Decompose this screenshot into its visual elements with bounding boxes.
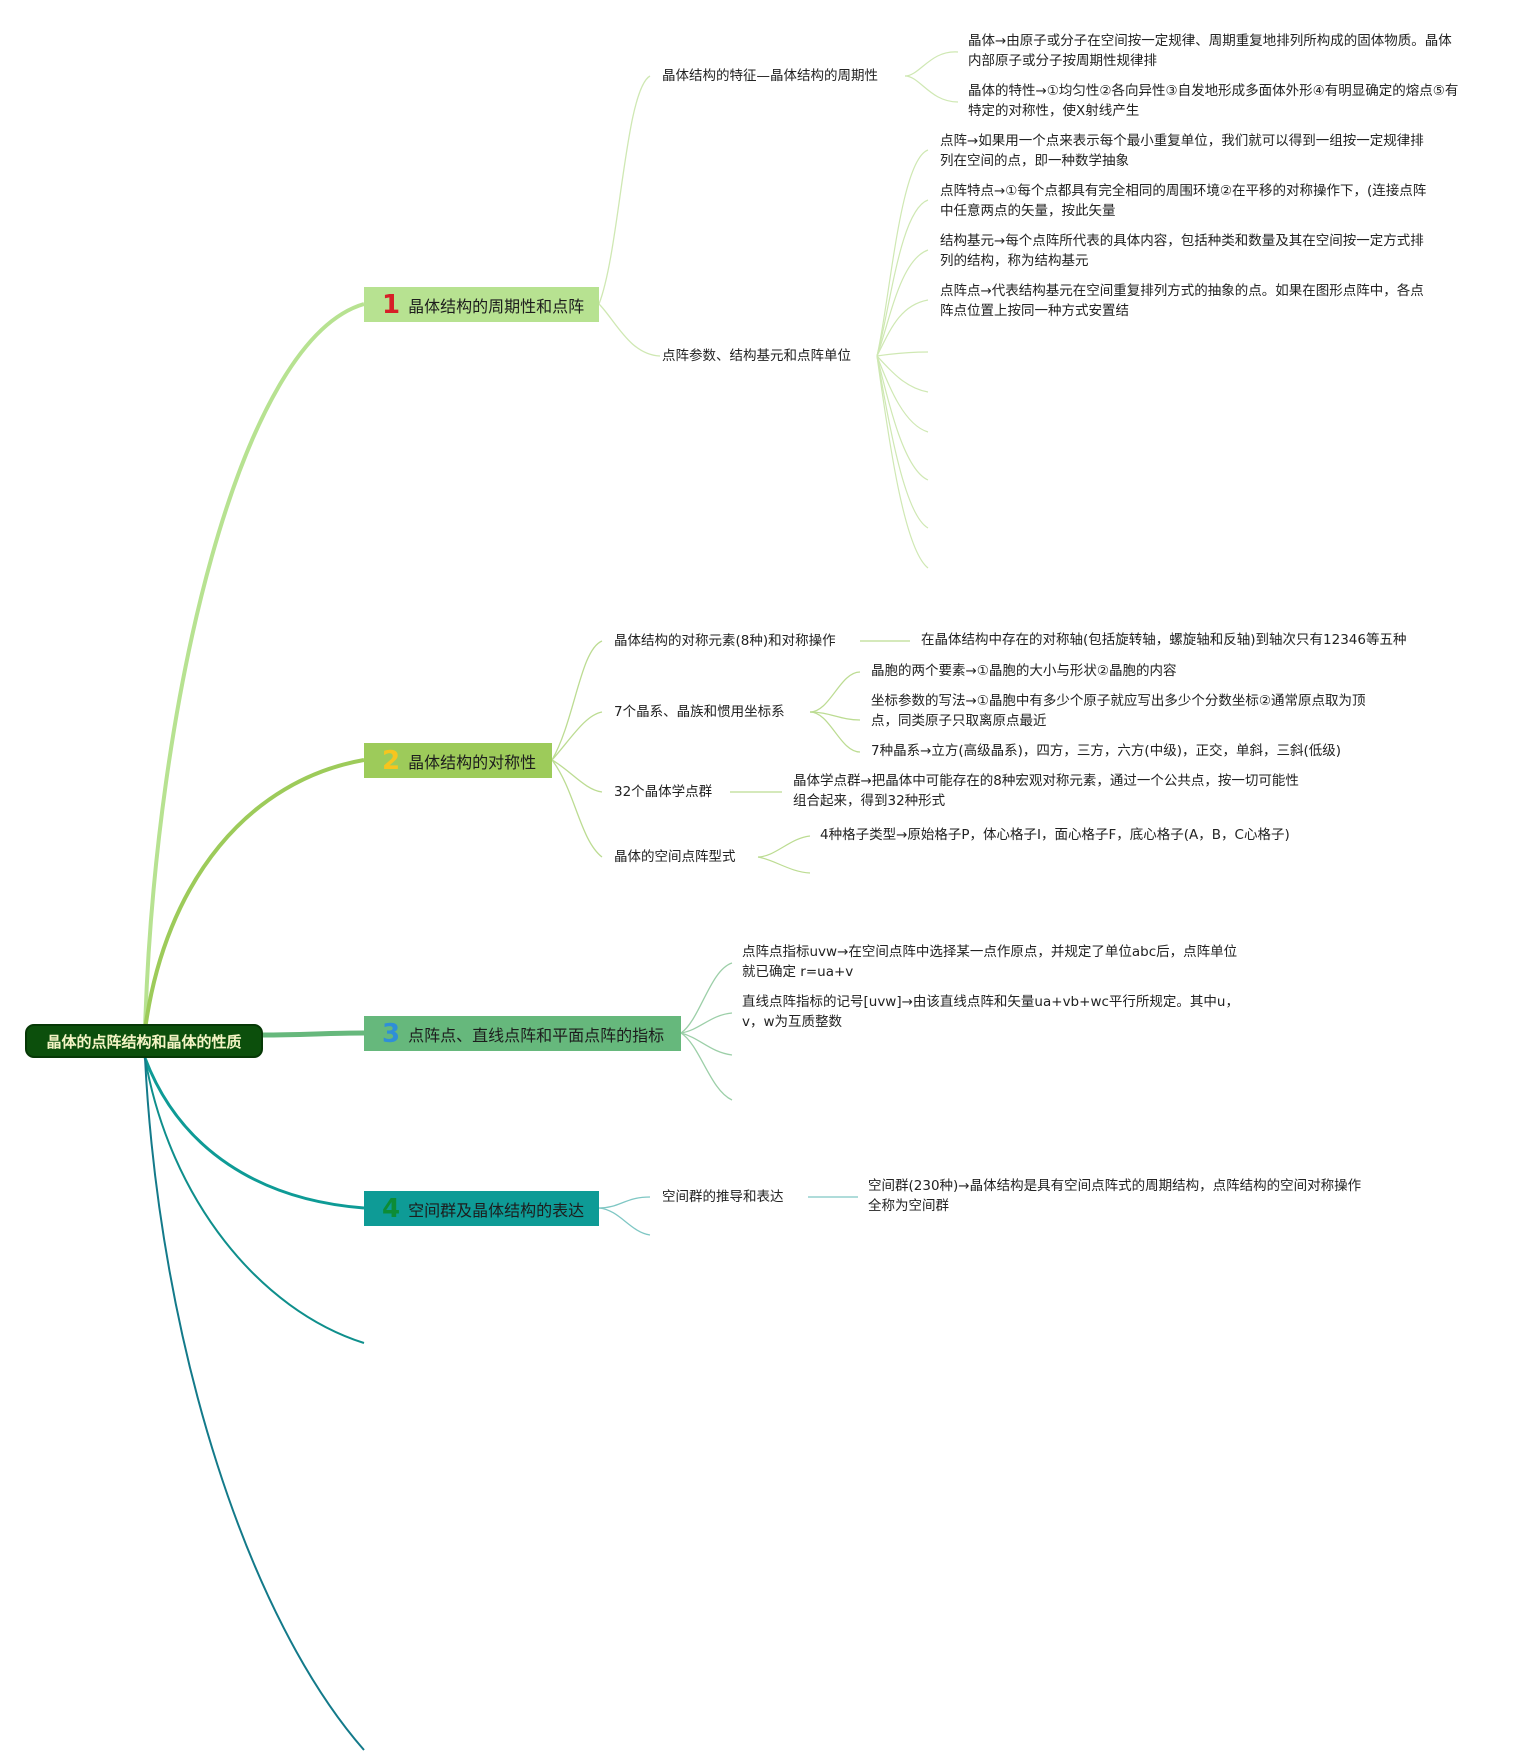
leaf-lattice-point[interactable]: 点阵点→代表结构基元在空间重复排列方式的抽象的点。如果在图形点阵中，各点阵点位置… (940, 281, 1435, 321)
topic-label: 点阵点、直线点阵和平面点阵的指标 (408, 1025, 665, 1045)
leaf-text: 晶体的特性→①均匀性②各向异性③自发地形成多面体外形④有明显确定的熔点⑤有特定的… (968, 83, 1459, 119)
leaf-space-group-def[interactable]: 空间群(230种)→晶体结构是具有空间点阵式的周期结构，点阵结构的空间对称操作全… (868, 1176, 1373, 1216)
leaf-text: 点阵特点→①每个点都具有完全相同的周围环境②在平移的对称操作下，(连接点阵中任意… (940, 183, 1427, 219)
edge-t2s2-l1 (809, 671, 861, 713)
subtopic-label: 空间群的推导和表达 (662, 1189, 784, 1205)
edge-t1s2-l3 (876, 249, 929, 357)
subtopic-label: 晶体的空间点阵型式 (614, 849, 736, 865)
edge-t1s2-e3 (876, 355, 929, 433)
leaf-seven-systems[interactable]: 7种晶系→立方(高级晶系)，四方，三方，六方(中级)，正交，单斜，三斜(低级) (871, 741, 1366, 761)
edge-t2-sub1 (551, 640, 603, 761)
root-topic-label: 晶体的点阵结构和晶体的性质 (46, 1032, 242, 1051)
edge-root-branch5 (144, 1057, 365, 1344)
subtopic-point-groups[interactable]: 32个晶体学点群 (614, 783, 712, 801)
edge-root-branch6 (144, 1057, 365, 1751)
edge-t1-sub2 (598, 303, 661, 357)
subtopic-label: 晶体结构的特征—晶体结构的周期性 (662, 68, 878, 84)
topic-number-4: 4 (382, 1193, 401, 1224)
leaf-text: 晶胞的两个要素→①晶胞的大小与形状②晶胞的内容 (871, 663, 1177, 679)
leaf-text: 晶体→由原子或分子在空间按一定规律、周期重复地排列所构成的固体物质。晶体内部原子… (968, 33, 1452, 69)
edge-t1s1-l2 (904, 75, 959, 103)
edge-t1s2-e4 (876, 355, 929, 481)
edge-t1-sub1 (598, 75, 651, 305)
leaf-text: 在晶体结构中存在的对称轴(包括旋转轴，螺旋轴和反轴)到轴次只有12346等五种 (921, 632, 1407, 648)
topic-number-3: 3 (382, 1018, 401, 1049)
leaf-unit-cell-elements[interactable]: 晶胞的两个要素→①晶胞的大小与形状②晶胞的内容 (871, 661, 1366, 681)
leaf-text: 直线点阵指标的记号[uvw]→由该直线点阵和矢量ua+vb+wc平行所规定。其中… (742, 994, 1239, 1030)
topic-space-groups[interactable]: 4 空间群及晶体结构的表达 (364, 1191, 599, 1226)
edge-root-topic2 (143, 758, 365, 1031)
topic-number-1: 1 (382, 289, 401, 320)
root-topic[interactable]: 晶体的点阵结构和晶体的性质 (25, 1024, 263, 1058)
leaf-point-index[interactable]: 点阵点指标uvw→在空间点阵中选择某一点作原点，并规定了单位abc后，点阵单位就… (742, 942, 1242, 982)
edge-t2s2-l2 (809, 711, 861, 721)
subtopic-label: 7个晶系、晶族和惯用坐标系 (614, 704, 785, 720)
edge-t1s2-e2 (876, 355, 929, 393)
edge-t1s2-e5 (876, 355, 929, 529)
subtopic-lattice-params[interactable]: 点阵参数、结构基元和点阵单位 (662, 347, 851, 365)
topic-label: 晶体结构的周期性和点阵 (408, 296, 585, 316)
leaf-lattice-features[interactable]: 点阵特点→①每个点都具有完全相同的周围环境②在平移的对称操作下，(连接点阵中任意… (940, 181, 1435, 221)
subtopic-crystal-systems[interactable]: 7个晶系、晶族和惯用坐标系 (614, 703, 785, 721)
leaf-text: 坐标参数的写法→①晶胞中有多少个原子就应写出多少个分数坐标②通常原点取为顶点，同… (871, 693, 1366, 729)
leaf-text: 点阵→如果用一个点来表示每个最小重复单位，我们就可以得到一组按一定规律排列在空间… (940, 133, 1424, 169)
leaf-point-group-def[interactable]: 晶体学点群→把晶体中可能存在的8种宏观对称元素，通过一个公共点，按一切可能性组合… (793, 771, 1303, 811)
topic-number-2: 2 (382, 745, 401, 776)
leaf-text: 结构基元→每个点阵所代表的具体内容，包括种类和数量及其在空间按一定方式排列的结构… (940, 233, 1424, 269)
edge-t2s4-e1 (757, 856, 811, 874)
leaf-text: 点阵点指标uvw→在空间点阵中选择某一点作原点，并规定了单位abc后，点阵单位就… (742, 944, 1238, 980)
subtopic-label: 32个晶体学点群 (614, 784, 713, 800)
topic-periodicity-lattice[interactable]: 1 晶体结构的周期性和点阵 (364, 287, 599, 322)
edge-t1s2-e6 (876, 355, 929, 569)
edge-t2-sub3 (551, 759, 603, 793)
edge-t3-sub2 (680, 1012, 733, 1034)
edge-t4-e1 (598, 1207, 651, 1236)
leaf-coordinate-notation[interactable]: 坐标参数的写法→①晶胞中有多少个原子就应写出多少个分数坐标②通常原点取为顶点，同… (871, 691, 1366, 731)
edge-t2s2-l3 (809, 711, 861, 753)
edge-t1s2-l1 (876, 149, 929, 357)
leaf-text: 4种格子类型→原始格子P，体心格子I，面心格子F，底心格子(A，B，C心格子) (820, 827, 1290, 843)
leaf-lattice[interactable]: 点阵→如果用一个点来表示每个最小重复单位，我们就可以得到一组按一定规律排列在空间… (940, 131, 1435, 171)
edge-t2-sub4 (551, 759, 603, 858)
topic-label: 晶体结构的对称性 (408, 752, 537, 772)
subtopic-space-lattice-types[interactable]: 晶体的空间点阵型式 (614, 848, 736, 866)
leaf-crystal-properties[interactable]: 晶体的特性→①均匀性②各向异性③自发地形成多面体外形④有明显确定的熔点⑤有特定的… (968, 81, 1463, 121)
edge-t1s2-e1 (876, 351, 929, 357)
leaf-crystal-definition[interactable]: 晶体→由原子或分子在空间按一定规律、周期重复地排列所构成的固体物质。晶体内部原子… (968, 31, 1463, 71)
edge-t1s2-l2 (876, 199, 929, 357)
leaf-text: 空间群(230种)→晶体结构是具有空间点阵式的周期结构，点阵结构的空间对称操作全… (868, 1178, 1362, 1214)
leaf-structural-motif[interactable]: 结构基元→每个点阵所代表的具体内容，包括种类和数量及其在空间按一定方式排列的结构… (940, 231, 1435, 271)
edge-t2-sub2 (551, 711, 603, 761)
subtopic-label: 点阵参数、结构基元和点阵单位 (662, 348, 851, 364)
subtopic-symmetry-elements[interactable]: 晶体结构的对称元素(8种)和对称操作 (614, 632, 836, 650)
leaf-text: 晶体学点群→把晶体中可能存在的8种宏观对称元素，通过一个公共点，按一切可能性组合… (793, 773, 1299, 809)
topic-lattice-indices[interactable]: 3 点阵点、直线点阵和平面点阵的指标 (364, 1016, 681, 1051)
subtopic-space-group-derivation[interactable]: 空间群的推导和表达 (662, 1188, 784, 1206)
edge-t3-e2 (680, 1032, 733, 1101)
leaf-line-index[interactable]: 直线点阵指标的记号[uvw]→由该直线点阵和矢量ua+vb+wc平行所规定。其中… (742, 992, 1242, 1032)
leaf-text: 点阵点→代表结构基元在空间重复排列方式的抽象的点。如果在图形点阵中，各点阵点位置… (940, 283, 1424, 319)
leaf-text: 7种晶系→立方(高级晶系)，四方，三方，六方(中级)，正交，单斜，三斜(低级) (871, 743, 1342, 759)
edge-t4-sub1 (598, 1196, 651, 1209)
edge-t2s4-l1 (757, 835, 811, 858)
edge-t1s1-l1 (904, 51, 959, 77)
edge-t3-sub1 (680, 962, 733, 1034)
subtopic-label: 晶体结构的对称元素(8种)和对称操作 (614, 633, 836, 649)
edge-root-topic3 (262, 1030, 365, 1038)
topic-label: 空间群及晶体结构的表达 (408, 1200, 585, 1220)
subtopic-structure-feature[interactable]: 晶体结构的特征—晶体结构的周期性 (662, 67, 878, 85)
edge-root-topic4 (143, 1057, 365, 1210)
topic-symmetry[interactable]: 2 晶体结构的对称性 (364, 743, 552, 778)
edge-root-topic1 (143, 302, 365, 1031)
edge-t1s2-l4 (876, 299, 929, 357)
edge-t3-e1 (680, 1032, 733, 1056)
leaf-symmetry-axes[interactable]: 在晶体结构中存在的对称轴(包括旋转轴，螺旋轴和反轴)到轴次只有12346等五种 (921, 630, 1481, 650)
leaf-lattice-types[interactable]: 4种格子类型→原始格子P，体心格子I，面心格子F，底心格子(A，B，C心格子) (820, 825, 1380, 845)
